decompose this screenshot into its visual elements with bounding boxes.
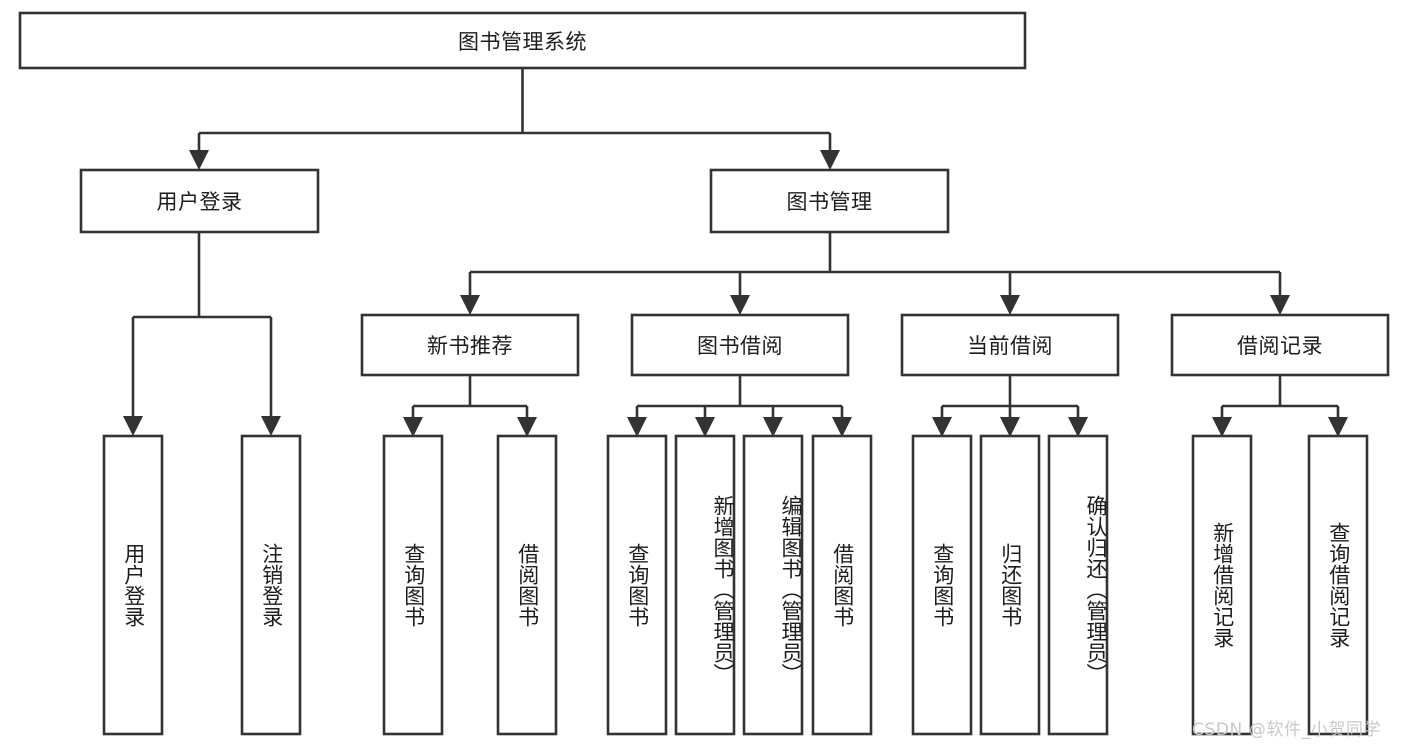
node-box-leaf-add-record[interactable]: [1191, 434, 1253, 736]
arrowhead-leaf-query-book-2: [627, 417, 647, 437]
arrowhead-leaf-logout-login: [261, 416, 281, 436]
node-box-book-manage[interactable]: [709, 168, 950, 234]
node-box-borrow-record[interactable]: [1170, 313, 1390, 377]
node-box-user-login[interactable]: [79, 168, 320, 234]
arrowhead-leaf-return-book: [1000, 417, 1020, 437]
node-box-leaf-return-book[interactable]: [979, 434, 1041, 736]
arrowhead-user-login: [189, 150, 209, 170]
arrowhead-leaf-confirm-return: [1068, 417, 1088, 437]
node-box-root[interactable]: [18, 11, 1027, 70]
node-box-leaf-confirm-return[interactable]: [1047, 434, 1109, 736]
arrowhead-book-manage: [820, 150, 840, 170]
arrowhead-leaf-query-book-1: [403, 417, 423, 437]
arrowhead-leaf-borrow-book-1: [517, 417, 537, 437]
node-box-leaf-query-book-2[interactable]: [606, 434, 668, 736]
node-box-book-borrow[interactable]: [630, 313, 850, 377]
node-box-leaf-borrow-book-1[interactable]: [496, 434, 558, 736]
node-box-leaf-query-book-3[interactable]: [911, 434, 973, 736]
arrowhead-new-book-rec: [460, 295, 480, 315]
arrowhead-borrow-record: [1270, 295, 1290, 315]
arrowhead-leaf-query-book-3: [932, 417, 952, 437]
node-box-leaf-query-book-1[interactable]: [382, 434, 444, 736]
node-box-leaf-query-record[interactable]: [1307, 434, 1369, 736]
arrowhead-group: [123, 150, 1348, 437]
node-box-leaf-user-login[interactable]: [102, 434, 164, 736]
node-box-leaf-edit-book[interactable]: [742, 434, 804, 736]
arrowhead-leaf-edit-book: [763, 417, 783, 437]
arrowhead-current-borrow: [1000, 295, 1020, 315]
arrowhead-book-borrow: [730, 295, 750, 315]
arrowhead-leaf-add-record: [1212, 417, 1232, 437]
arrowhead-leaf-add-book: [695, 417, 715, 437]
node-box-current-borrow[interactable]: [900, 313, 1120, 377]
node-box-group: [18, 11, 1390, 736]
arrowhead-leaf-borrow-book-2: [832, 417, 852, 437]
node-box-leaf-add-book[interactable]: [674, 434, 736, 736]
arrowhead-leaf-user-login: [123, 416, 143, 436]
node-box-leaf-logout-login[interactable]: [240, 434, 302, 736]
node-box-new-book-rec[interactable]: [360, 313, 580, 377]
arrowhead-leaf-query-record: [1328, 417, 1348, 437]
node-box-leaf-borrow-book-2[interactable]: [811, 434, 873, 736]
